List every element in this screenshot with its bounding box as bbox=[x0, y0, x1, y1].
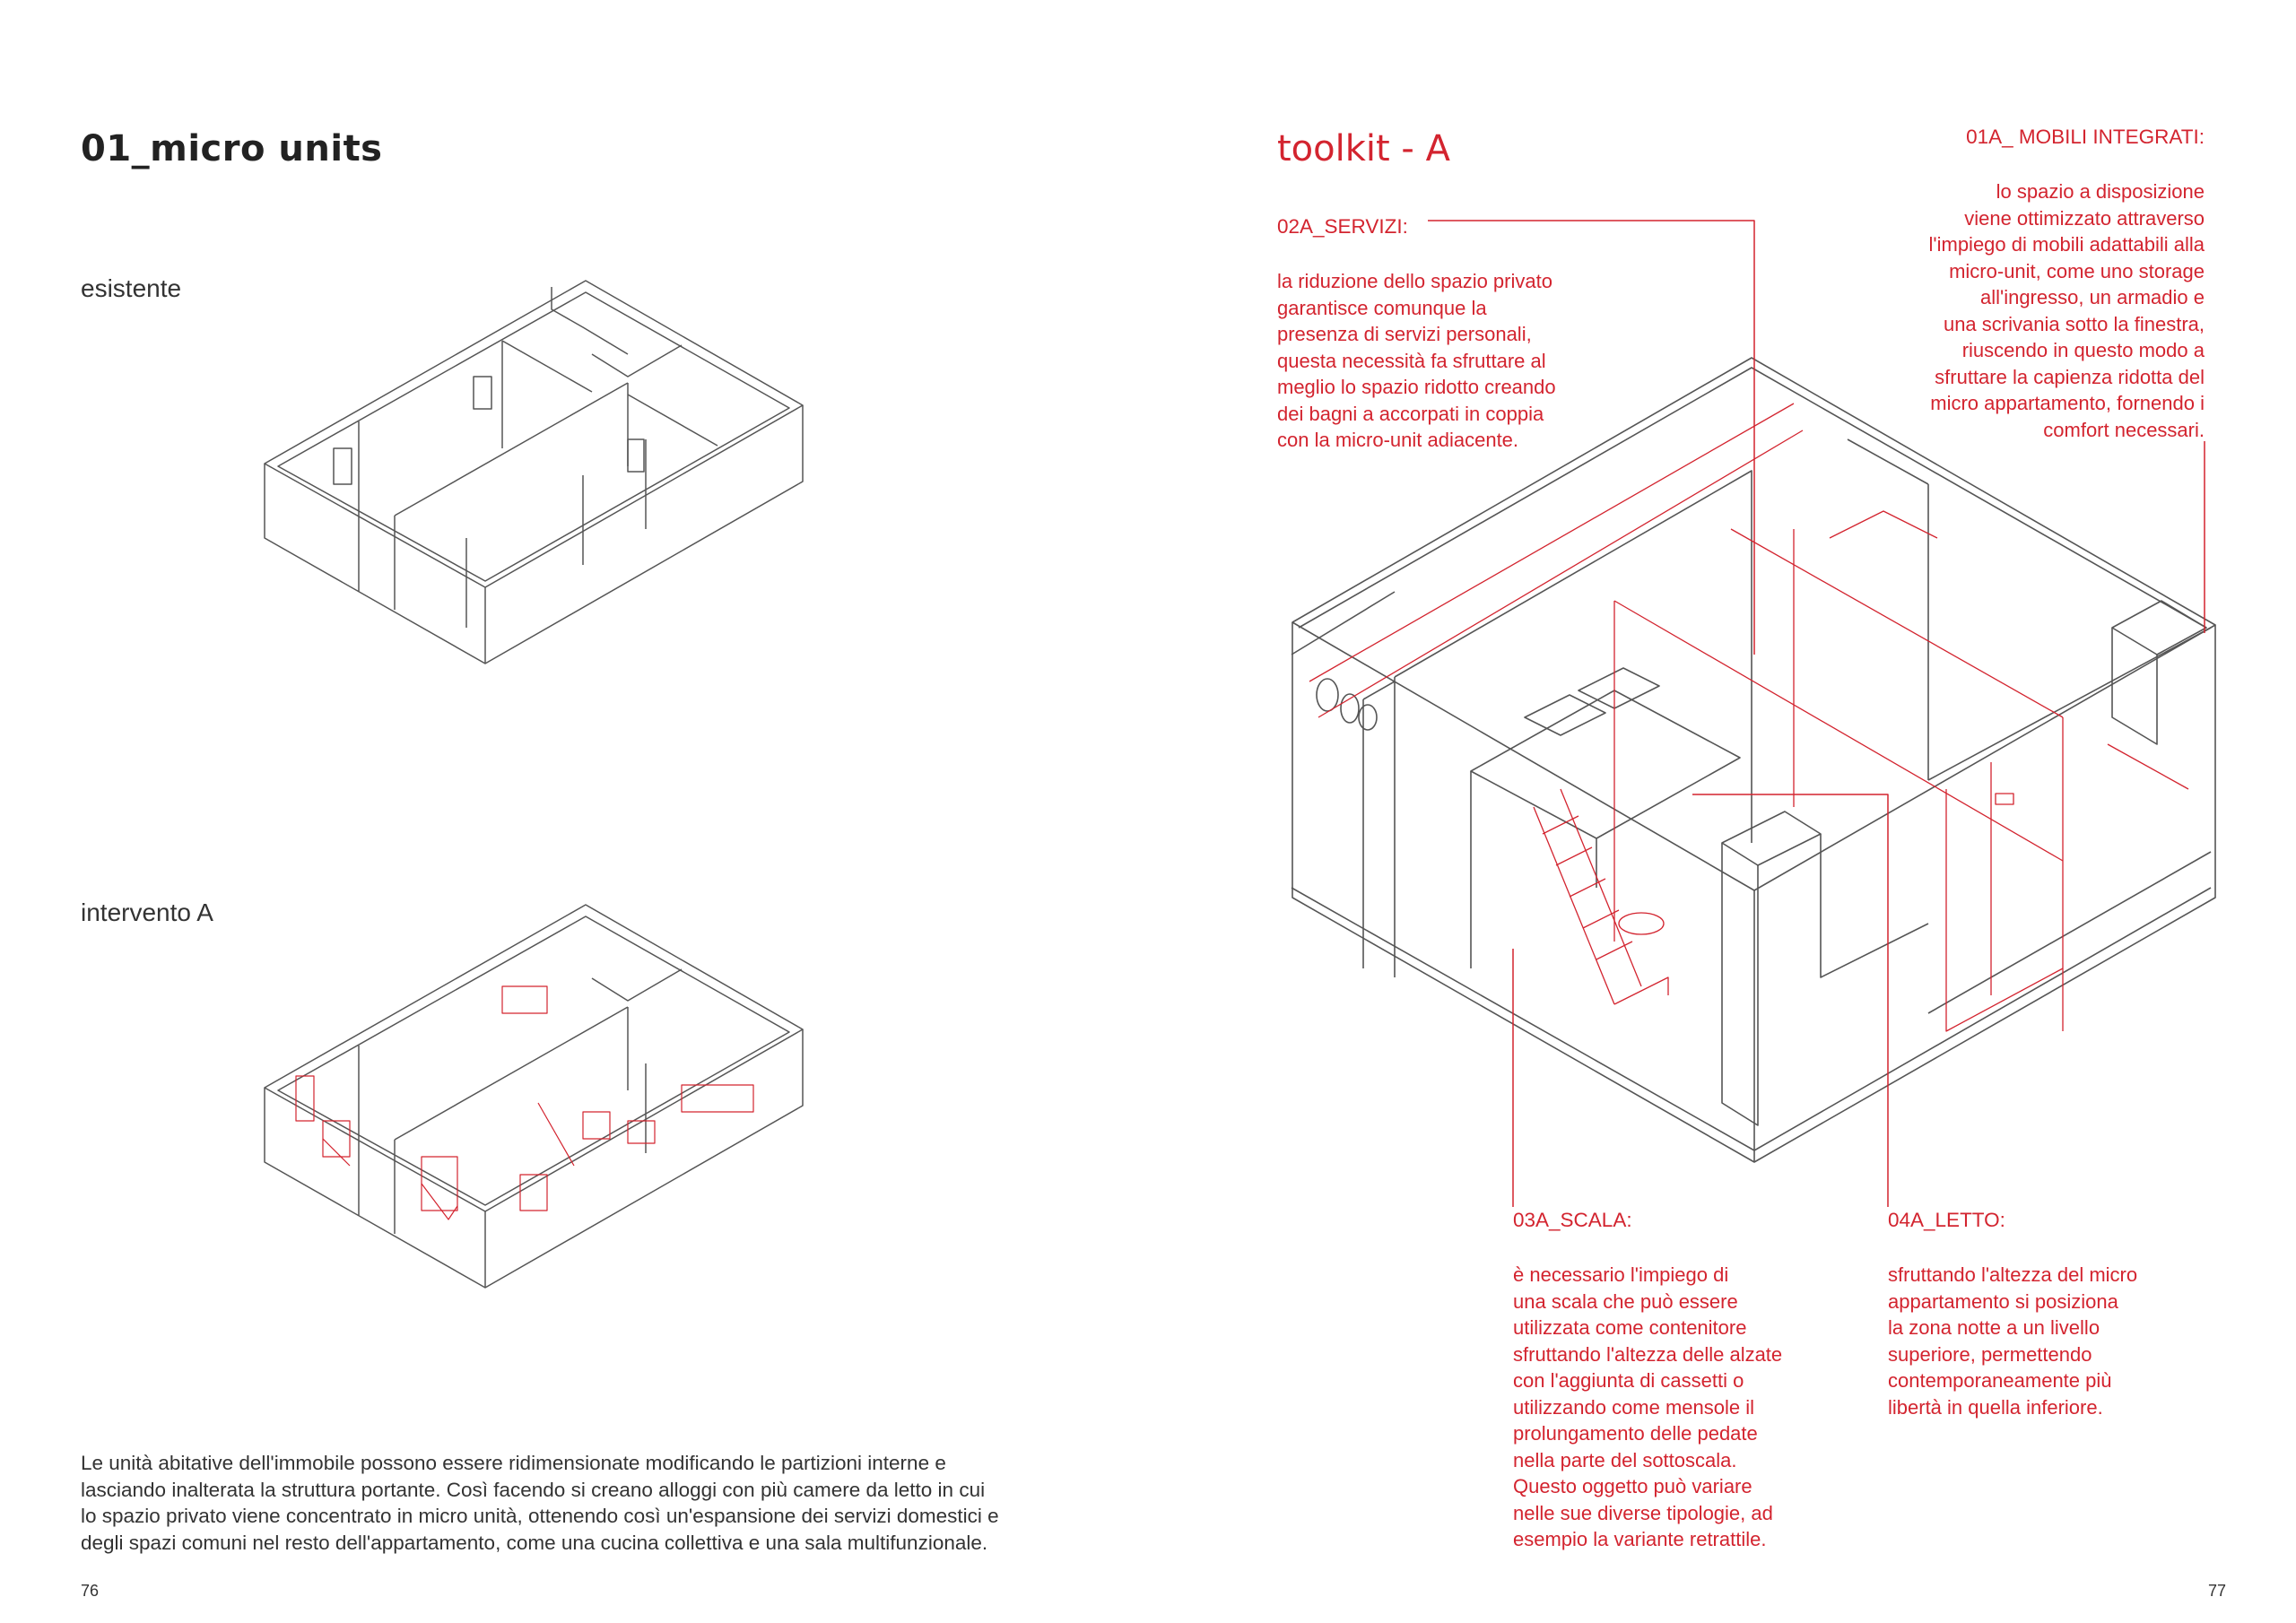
note-line: nella parte del sottoscala. bbox=[1513, 1448, 1737, 1471]
note-line: Questo oggetto può variare bbox=[1513, 1475, 1752, 1497]
note-line: micro appartamento, fornendo i bbox=[1930, 392, 2205, 414]
note-line: appartamento si posiziona bbox=[1888, 1289, 2118, 1313]
note-mobili-integrati: 01A_ MOBILI INTEGRATI: lo spazio a dispo… bbox=[1929, 126, 2205, 443]
note-line: presenza di servizi personali, bbox=[1277, 323, 1532, 345]
note-letto: 04A_LETTO: sfruttando l'altezza del micr… bbox=[1888, 1209, 2137, 1420]
note-line: la zona notte a un livello bbox=[1888, 1316, 2100, 1339]
note-line: comfort necessari. bbox=[2043, 418, 2205, 441]
paragraph-line: degli spazi comuni nel resto dell'appart… bbox=[81, 1531, 988, 1554]
note-heading: 03A_SCALA: bbox=[1513, 1209, 1632, 1231]
note-line: con l'aggiunta di cassetti o bbox=[1513, 1369, 1744, 1392]
note-line: viene ottimizzato attraverso bbox=[1964, 206, 2205, 230]
paragraph-line: Le unità abitative dell'immobile possono… bbox=[81, 1452, 946, 1474]
intervention-floorplan-axonometric bbox=[264, 904, 804, 1289]
note-line: libertà in quella inferiore. bbox=[1888, 1395, 2103, 1419]
existing-floorplan-axonometric bbox=[264, 280, 804, 664]
note-line: lo spazio a disposizione bbox=[1996, 180, 2205, 203]
page-number-left: 76 bbox=[81, 1582, 100, 1600]
paragraph-line: lasciando inalterata la struttura portan… bbox=[81, 1478, 986, 1501]
note-scala: 03A_SCALA: è necessario l'impiego di una… bbox=[1513, 1209, 1782, 1553]
label-intervention: intervento A bbox=[81, 898, 213, 926]
intro-paragraph: Le unità abitative dell'immobile possono… bbox=[81, 1450, 999, 1556]
note-line: sfruttando l'altezza del micro bbox=[1888, 1263, 2138, 1286]
note-line: questa necessità fa sfruttare al bbox=[1277, 349, 1546, 372]
label-existing: esistente bbox=[81, 274, 182, 302]
note-line: all'ingresso, un armadio e bbox=[1979, 286, 2205, 308]
page-number-right: 77 bbox=[2208, 1582, 2227, 1600]
note-line: meglio lo spazio ridotto creando bbox=[1277, 376, 1556, 398]
note-line: una scala che può essere bbox=[1513, 1289, 1738, 1313]
note-line: sfruttando l'altezza delle alzate bbox=[1513, 1342, 1783, 1366]
note-line: utilizzando come mensole il bbox=[1513, 1395, 1755, 1419]
page-title: 01_micro units bbox=[81, 128, 383, 169]
toolkit-unit-axonometric bbox=[1291, 357, 2216, 1163]
note-line: nelle sue diverse tipologie, ad bbox=[1513, 1501, 1773, 1524]
note-servizi: 02A_SERVIZI: la riduzione dello spazio p… bbox=[1277, 215, 1556, 454]
note-line: contemporaneamente più bbox=[1888, 1369, 2112, 1392]
note-line: una scrivania sotto la finestra, bbox=[1943, 312, 2205, 335]
leader-letto bbox=[1692, 794, 1889, 1207]
note-heading: 04A_LETTO: bbox=[1888, 1209, 2005, 1231]
note-line: riuscendo in questo modo a bbox=[1961, 339, 2205, 361]
note-line: esempio la variante retrattile. bbox=[1513, 1528, 1767, 1550]
note-line: sfruttare la capienza ridotta del bbox=[1935, 365, 2205, 388]
annotation-leader-lines bbox=[1428, 220, 2205, 1207]
note-line: prolungamento delle pedate bbox=[1513, 1422, 1758, 1445]
note-heading: 02A_SERVIZI: bbox=[1277, 215, 1408, 238]
toolkit-title: toolkit - A bbox=[1277, 128, 1450, 169]
note-line: la riduzione dello spazio privato bbox=[1277, 270, 1552, 292]
note-line: micro-unit, come uno storage bbox=[1949, 259, 2205, 282]
note-heading: 01A_ MOBILI INTEGRATI: bbox=[1966, 126, 2205, 148]
note-line: dei bagni a accorpati in coppia bbox=[1277, 402, 1544, 425]
note-line: l'impiego di mobili adattabili alla bbox=[1928, 233, 2205, 256]
note-line: con la micro-unit adiacente. bbox=[1277, 429, 1519, 451]
note-line: superiore, permettendo bbox=[1888, 1342, 2092, 1366]
note-line: è necessario l'impiego di bbox=[1513, 1263, 1729, 1286]
note-line: utilizzata come contenitore bbox=[1513, 1316, 1747, 1339]
paragraph-line: lo spazio privato viene concentrato in m… bbox=[81, 1505, 999, 1527]
leader-servizi bbox=[1428, 220, 1755, 655]
note-line: garantisce comunque la bbox=[1277, 296, 1487, 319]
